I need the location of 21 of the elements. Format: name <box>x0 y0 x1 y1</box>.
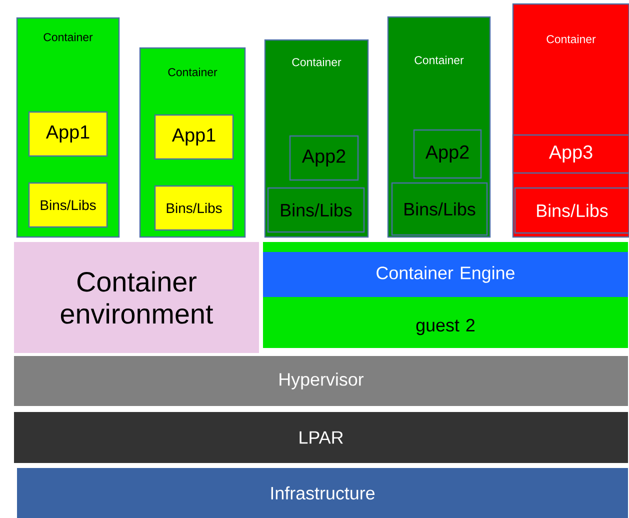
library-box: Bins/Libs <box>267 187 365 233</box>
container-box: Container App1 Bins/Libs <box>139 47 246 238</box>
library-box: Bins/Libs <box>28 182 108 228</box>
container-box: Container App3 Bins/Libs <box>512 3 629 238</box>
guest-layer: Container Engine guest 2 <box>263 242 628 348</box>
app-box: App1 <box>28 111 108 157</box>
library-box: Bins/Libs <box>154 185 234 231</box>
library-box: Bins/Libs <box>391 182 488 236</box>
environment-panel: Container environment <box>14 242 259 353</box>
container-box: Container App2 Bins/Libs <box>264 39 369 238</box>
lpar-layer: LPAR <box>14 412 628 463</box>
hypervisor-layer: Hypervisor <box>14 356 628 406</box>
container-box: Container App1 Bins/Libs <box>16 17 120 238</box>
container-box: Container App2 Bins/Libs <box>387 16 491 238</box>
library-box: Bins/Libs <box>514 187 629 234</box>
engine-layer: Container Engine <box>263 252 628 297</box>
app-box: App3 <box>512 134 629 174</box>
app-box: App2 <box>289 135 359 181</box>
infrastructure-layer: Infrastructure <box>17 468 628 518</box>
app-box: App2 <box>413 129 482 179</box>
app-box: App1 <box>154 114 234 160</box>
